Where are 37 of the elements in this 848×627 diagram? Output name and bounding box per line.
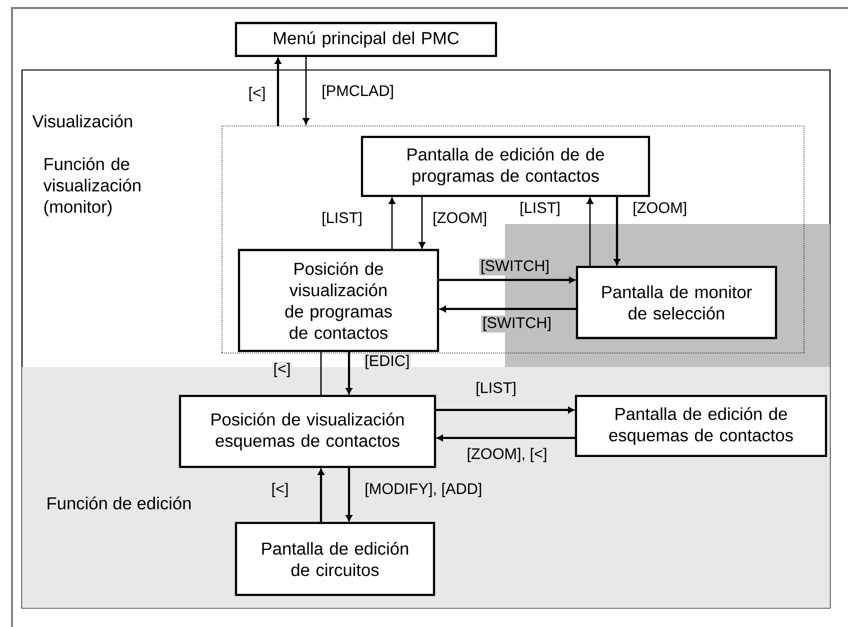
arrow xyxy=(346,351,352,394)
region-heading: Función de edición xyxy=(48,496,191,510)
process-box: Pantalla de monitor de selección xyxy=(576,266,778,340)
arrow xyxy=(388,197,396,250)
edge-label: [SWITCH] xyxy=(481,316,553,332)
process-box: Pantalla de edición de esquemas de contactos xyxy=(574,394,828,458)
edge-label: [LIST] xyxy=(518,200,562,218)
arrow xyxy=(435,406,574,414)
edge-label: [ZOOM], [<] xyxy=(465,446,549,464)
arrow xyxy=(346,467,352,522)
edge-label: [PMCLAD] xyxy=(320,84,396,100)
process-box: Pantalla de edición de de programas de contactos xyxy=(360,136,650,198)
edge-label: [EDIC] xyxy=(363,354,412,370)
arrow xyxy=(438,276,576,284)
edge-label: [LIST] xyxy=(320,210,364,228)
edge-label: [<] xyxy=(272,362,292,378)
arrow xyxy=(318,468,324,523)
process-box: Pantalla de edición de circuitos xyxy=(234,522,436,596)
arrow xyxy=(274,58,282,126)
edge-label: [SWITCH] xyxy=(479,258,551,276)
region-heading: Visualización xyxy=(32,114,132,128)
edge-label: [<] xyxy=(270,482,290,498)
edge-label: [<] xyxy=(246,86,268,102)
edge-label: [LIST] xyxy=(474,380,518,398)
arrow xyxy=(436,434,576,442)
edge-label: [ZOOM] xyxy=(631,200,688,218)
arrow xyxy=(586,197,594,267)
region-heading: Función de visualización (monitor) xyxy=(43,157,140,216)
arrow xyxy=(418,196,426,249)
arrow xyxy=(440,306,577,312)
arrow xyxy=(614,196,620,266)
edge-label: [ZOOM] xyxy=(431,210,488,228)
process-box: Posición de visualización esquemas de contactos xyxy=(178,394,436,468)
process-box: Posición de visualización de programas de contactos xyxy=(238,248,440,352)
arrow xyxy=(302,56,310,125)
process-box: Menú principal del PMC xyxy=(234,22,498,58)
edge-label: [MODIFY], [ADD] xyxy=(363,482,484,498)
